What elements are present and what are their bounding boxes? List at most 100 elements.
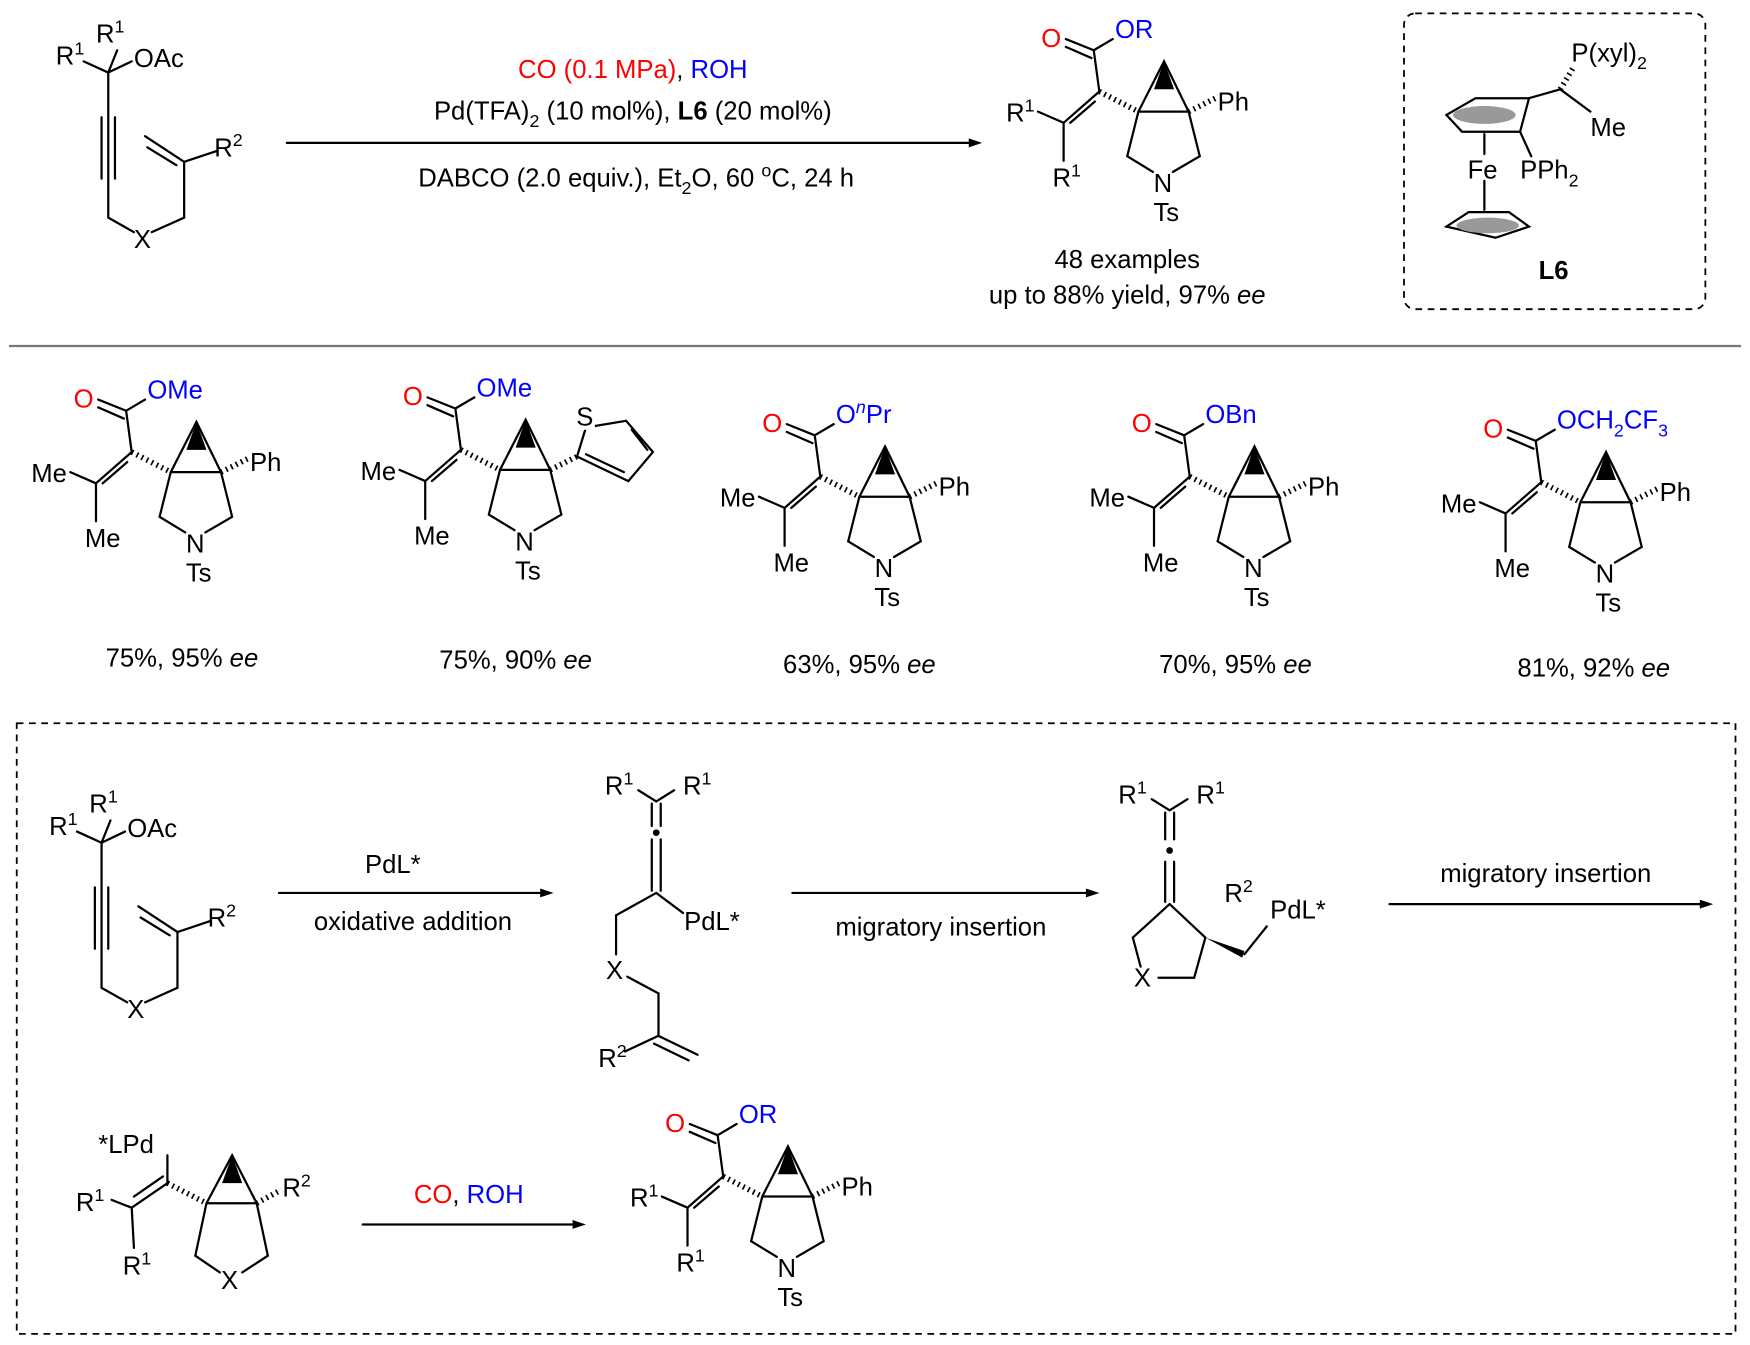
svg-text:PdL*: PdL* xyxy=(1270,897,1326,925)
hashed-bond xyxy=(1540,479,1582,505)
wedge-bond xyxy=(1154,61,1175,90)
atom-ts: Ts xyxy=(515,557,541,585)
substituent-bottom: Me xyxy=(85,525,121,553)
starting-material-mechanism: R1 R1 OAc X R2 xyxy=(49,787,236,1024)
thiophene-ring xyxy=(575,419,655,483)
atom-x: X xyxy=(134,226,151,254)
substituent-bottom: Me xyxy=(773,549,809,577)
hashed-bond xyxy=(219,456,250,475)
hashed-bond xyxy=(811,1180,841,1200)
svg-text:PdL*: PdL* xyxy=(684,908,740,936)
hashed-bond xyxy=(908,480,938,500)
hashed-bond xyxy=(1277,480,1308,500)
reaction-conditions: CO (0.1 MPa), ROH Pd(TFA)2 (10 mol%), L6… xyxy=(285,56,983,198)
svg-text:X: X xyxy=(1134,965,1151,993)
hashed-bond xyxy=(548,454,579,473)
roh-label: ROH xyxy=(691,56,748,84)
ester-group-label: OMe xyxy=(147,376,203,404)
atom-ph: Ph xyxy=(1218,89,1249,117)
bonds xyxy=(1478,428,1644,564)
svg-text:R2: R2 xyxy=(208,900,237,932)
mechanism-box xyxy=(15,722,1737,1335)
svg-text:X: X xyxy=(127,996,144,1024)
hashed-bond xyxy=(1188,474,1231,500)
svg-text:migratory insertion: migratory insertion xyxy=(1440,860,1651,888)
svg-text:X: X xyxy=(221,1267,238,1295)
svg-text:R2: R2 xyxy=(1224,876,1253,908)
ester-group-label: OR xyxy=(1115,16,1153,44)
bonds xyxy=(660,1122,825,1258)
wedge-bond xyxy=(875,446,896,475)
substituent-top: R1 xyxy=(630,1181,659,1213)
bonds xyxy=(757,423,923,559)
atom-o: O xyxy=(403,383,423,411)
atom-o: O xyxy=(1041,25,1061,53)
step-migratory-insertion-2: migratory insertion xyxy=(1388,860,1714,909)
svg-text:R1: R1 xyxy=(89,787,118,819)
hashed-bond xyxy=(459,447,502,473)
atom-o: O xyxy=(762,410,782,438)
atom-o: O xyxy=(74,385,94,413)
atom-r1: R1 xyxy=(56,39,85,71)
hashed-bond xyxy=(721,1173,764,1200)
atom-ts: Ts xyxy=(874,584,900,612)
ligand-l6-box: P(xyl)2 Me Fe PPh2 L6 xyxy=(1403,12,1707,311)
svg-text:R1: R1 xyxy=(605,769,634,801)
svg-text:OAc: OAc xyxy=(127,815,177,843)
atom-oac: OAc xyxy=(134,45,184,73)
ester-group-label: OCH2CF3 xyxy=(1557,407,1668,441)
atom-n: N xyxy=(1244,555,1263,583)
svg-text:CO, ROH: CO, ROH xyxy=(414,1181,524,1209)
svg-text:R1: R1 xyxy=(683,769,712,801)
atom-ph: Ph xyxy=(1660,479,1691,507)
catalyst-label: Pd(TFA)2 (10 mol%), L6 (20 mol%) xyxy=(434,97,832,131)
step-carbonylation: CO, ROH xyxy=(361,1181,586,1229)
fe-label: Fe xyxy=(1468,157,1498,185)
atom-ph: Ph xyxy=(842,1173,873,1201)
svg-text:48 examples: 48 examples xyxy=(1054,246,1199,274)
wedge-bond xyxy=(777,1146,798,1175)
ester-group-label: OnPr xyxy=(836,397,892,429)
yield-ee-label: 63%, 95% ee xyxy=(783,651,936,679)
atom-ts: Ts xyxy=(1244,584,1270,612)
substituent-bottom: Me xyxy=(1143,549,1179,577)
wedge-bond xyxy=(1244,446,1265,475)
substituent-bottom: Me xyxy=(414,523,450,551)
svg-text:migratory insertion: migratory insertion xyxy=(835,913,1046,941)
svg-text:R2: R2 xyxy=(282,1171,311,1203)
atom-s: S xyxy=(576,403,593,431)
co-label: CO (0.1 MPa) xyxy=(518,56,676,84)
atom-n: N xyxy=(186,531,205,559)
svg-text:R1: R1 xyxy=(1196,778,1225,810)
scope-summary: 48 examples up to 88% yield, 97% ee xyxy=(989,246,1266,310)
svg-text:*LPd: *LPd xyxy=(98,1131,154,1159)
ester-group-label: OMe xyxy=(477,374,533,402)
substituent-top: Me xyxy=(1441,490,1477,518)
atom-n: N xyxy=(875,555,894,583)
ester-group-label: OBn xyxy=(1205,401,1256,429)
atom-ts: Ts xyxy=(777,1284,803,1312)
intermediate-allenyl-pd: R1 R1 PdL* X R2 xyxy=(598,769,740,1073)
wedge-bond xyxy=(186,421,207,450)
base-solvent-label: DABCO (2.0 equiv.), Et2O, 60 oC, 24 h xyxy=(418,160,854,198)
atom-r1: R1 xyxy=(96,16,125,48)
atom-ph: Ph xyxy=(1308,474,1339,502)
hashed-bond xyxy=(1187,95,1217,115)
wedge-bond xyxy=(515,419,536,448)
substituent-top: R1 xyxy=(1006,96,1035,128)
yield-ee-label: 75%, 95% ee xyxy=(106,644,259,672)
svg-text:R1: R1 xyxy=(123,1249,152,1281)
label-mask xyxy=(574,405,595,430)
atom-n: N xyxy=(1596,561,1615,589)
hashed-bond xyxy=(130,449,173,475)
hashed-bond xyxy=(1098,89,1140,115)
step-oxidative-addition: PdL* oxidative addition xyxy=(277,851,554,936)
atom-o: O xyxy=(665,1110,685,1138)
